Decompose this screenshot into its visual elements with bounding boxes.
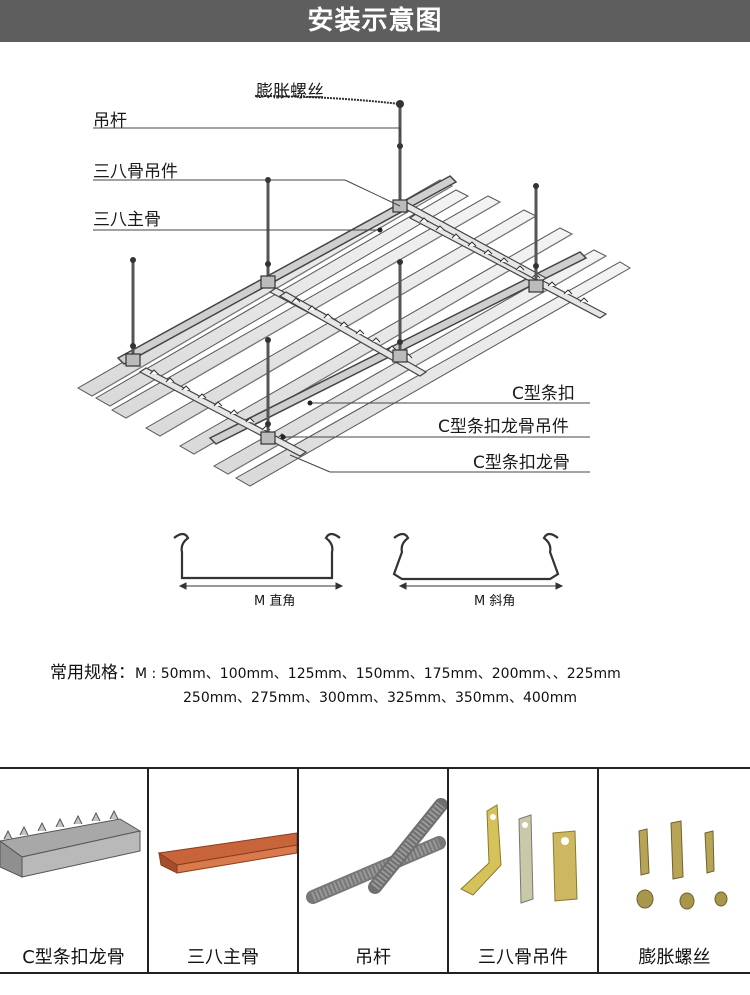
spec-line-1: 常用规格：M : 50mm、100mm、125mm、150mm、175mm、20…: [50, 658, 621, 683]
label-main-keel-38: 三八主骨: [93, 210, 161, 230]
label-c-keel: C型条扣龙骨: [473, 453, 570, 473]
product-row: C型条扣龙骨 三八主骨 吊杆 三八骨吊件: [0, 767, 750, 974]
product-cell-main-keel: 三八主骨: [149, 769, 299, 972]
product-label-c-keel: C型条扣龙骨: [22, 947, 125, 968]
product-label-expansion-screw: 膨胀螺丝: [638, 947, 711, 968]
product-cell-c-keel: C型条扣龙骨: [0, 769, 149, 972]
main-keels: [116, 175, 588, 445]
label-expansion-screw: 膨胀螺丝: [256, 82, 324, 102]
label-c-strip: C型条扣: [512, 384, 575, 404]
hanger-38-image: [460, 804, 578, 904]
profile-label-right-angle: M 直角: [254, 594, 296, 609]
c-keel-image: [0, 809, 142, 878]
profile-label-bevel: M 斜角: [474, 594, 516, 609]
right-angle-profile: [173, 532, 341, 580]
product-label-hanging-rod: 吊杆: [355, 947, 391, 968]
product-cell-hanging-rod: 吊杆: [299, 769, 449, 972]
hangers: [125, 199, 544, 445]
bevel-profile: [392, 532, 560, 581]
expansion-screw-image: [636, 820, 728, 910]
product-cell-hanger-38: 三八骨吊件: [449, 769, 599, 972]
spec-title: 常用规格：: [50, 663, 135, 683]
product-label-main-keel: 三八主骨: [187, 947, 259, 968]
label-c-keel-hanger: C型条扣龙骨吊件: [438, 417, 569, 437]
page-title: 安装示意图: [307, 6, 443, 36]
hanging-rod-image: [306, 798, 447, 904]
product-cell-expansion-screw: 膨胀螺丝: [599, 769, 750, 972]
spec-values-1: M : 50mm、100mm、125mm、150mm、175mm、200mm、、…: [135, 666, 621, 682]
ceiling-assembly-drawing: [76, 95, 631, 487]
product-label-hanger-38: 三八骨吊件: [478, 947, 568, 968]
leader-lines: [93, 127, 590, 473]
installation-diagram: 膨胀螺丝 吊杆 三八骨吊件 三八主骨 C型条扣 C型条扣龙骨吊件 C型条扣龙骨: [0, 42, 750, 512]
profile-sections: M 直角 M 斜角: [0, 515, 750, 615]
header-bar: 安装示意图: [0, 0, 750, 42]
main-keel-image: [157, 832, 297, 874]
profile-drawings: [173, 532, 564, 590]
spec-values-2: 250mm、275mm、300mm、325mm、350mm、400mm: [183, 690, 577, 706]
label-hanger-38: 三八骨吊件: [93, 162, 178, 182]
label-hanging-rod: 吊杆: [93, 111, 127, 131]
